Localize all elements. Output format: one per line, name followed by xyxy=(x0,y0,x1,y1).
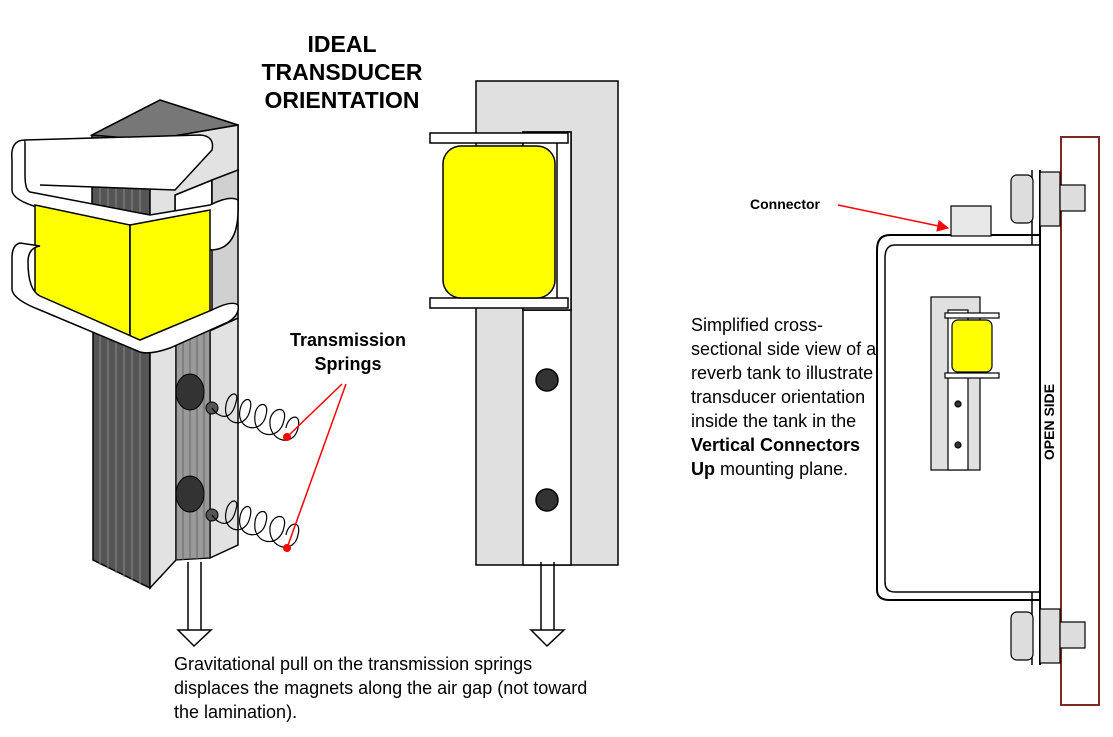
tank-description: Simplified cross-sectional side view of … xyxy=(691,313,881,481)
diagram-title: IDEAL TRANSDUCER ORIENTATION xyxy=(232,30,452,114)
description-text: Simplified cross-sectional side view of … xyxy=(691,315,877,431)
description-bold: Vertical Connectors Up xyxy=(691,435,861,479)
spring-pointer-arrows xyxy=(283,383,347,552)
gravity-caption: Gravitational pull on the transmission s… xyxy=(174,654,588,722)
springs-label-line-2: Springs xyxy=(314,354,382,374)
transducer-3d-drawing xyxy=(11,99,300,648)
connector-label: Connector xyxy=(750,196,820,212)
transducer-side-view xyxy=(429,80,619,648)
connector-pointer-arrow xyxy=(837,204,950,232)
reverb-tank-section xyxy=(876,136,1100,706)
open-side-label: OPEN SIDE xyxy=(1041,383,1057,461)
title-line-3: ORIENTATION xyxy=(264,87,420,113)
springs-label-line-1: Transmission xyxy=(289,330,407,350)
transmission-springs-label: Transmission Springs xyxy=(268,328,428,376)
description-end: mounting plane. xyxy=(720,459,849,479)
title-line-2: TRANSDUCER xyxy=(261,59,423,85)
title-line-1: IDEAL xyxy=(307,31,377,57)
